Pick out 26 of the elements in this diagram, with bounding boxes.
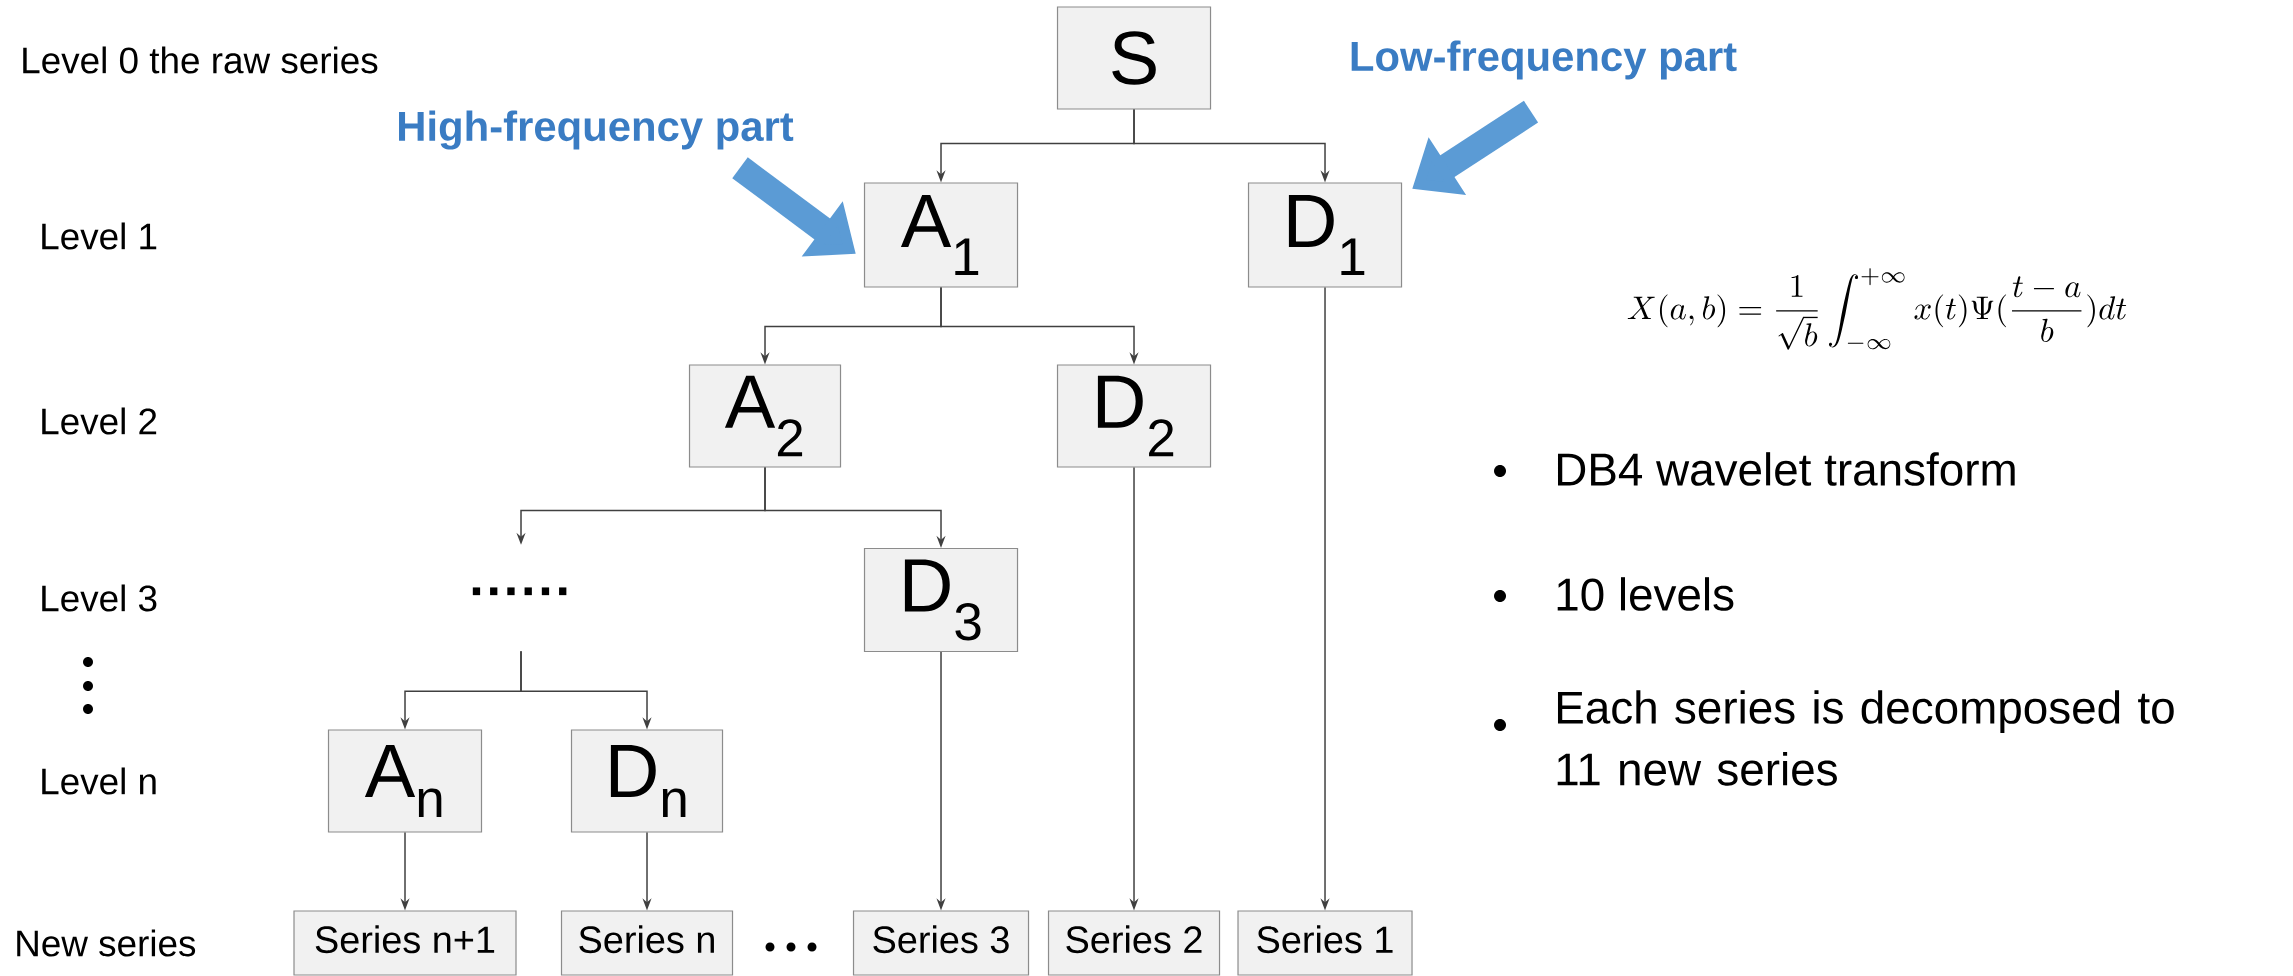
level-label: Level n xyxy=(42,767,156,795)
level-label: Level 0 the raw series xyxy=(23,46,378,74)
output-box: Series 3 xyxy=(852,910,1030,976)
process-box: A$_{1}$ xyxy=(863,182,1019,288)
bullet-text: 10 levels xyxy=(1557,577,1734,611)
process-box: A$_{n}$ xyxy=(327,729,483,833)
callout-text: High-frequency part xyxy=(399,110,794,150)
output-box: Series 2 xyxy=(1047,910,1221,976)
output-box: Series n xyxy=(560,910,734,976)
level-label: Level 3 xyxy=(42,584,157,612)
process-box: D$_{1}$ xyxy=(1247,182,1403,288)
process-box: D$_{2}$ xyxy=(1056,364,1212,468)
callout-text: Low-frequency part xyxy=(1351,40,1737,80)
level-label: Level 1 xyxy=(42,222,157,250)
ellipsis-text: ······ xyxy=(472,587,567,596)
bullet-text: Each series is decomposed to 11 new series xyxy=(1557,690,2174,786)
level-label: Level 2 xyxy=(42,407,157,435)
process-box: S xyxy=(1056,6,1212,110)
process-box: A$_{2}$ xyxy=(688,364,842,468)
output-box: Series 1 xyxy=(1237,910,1413,976)
bullet-text: DB4 wavelet transform xyxy=(1558,452,2015,486)
level-label: New series xyxy=(17,929,196,957)
process-box: D$_{n}$ xyxy=(570,729,724,833)
output-box: Series n+1 xyxy=(293,910,517,976)
formula: $X(a,b)=\frac{1}{\sqrt{b}}\int_{-\infty}^{+\infty} x(t)\Psi(\frac{t-a}{b})dt$ xyxy=(1627,268,2127,350)
process-box: D$_{3}$ xyxy=(863,547,1019,653)
